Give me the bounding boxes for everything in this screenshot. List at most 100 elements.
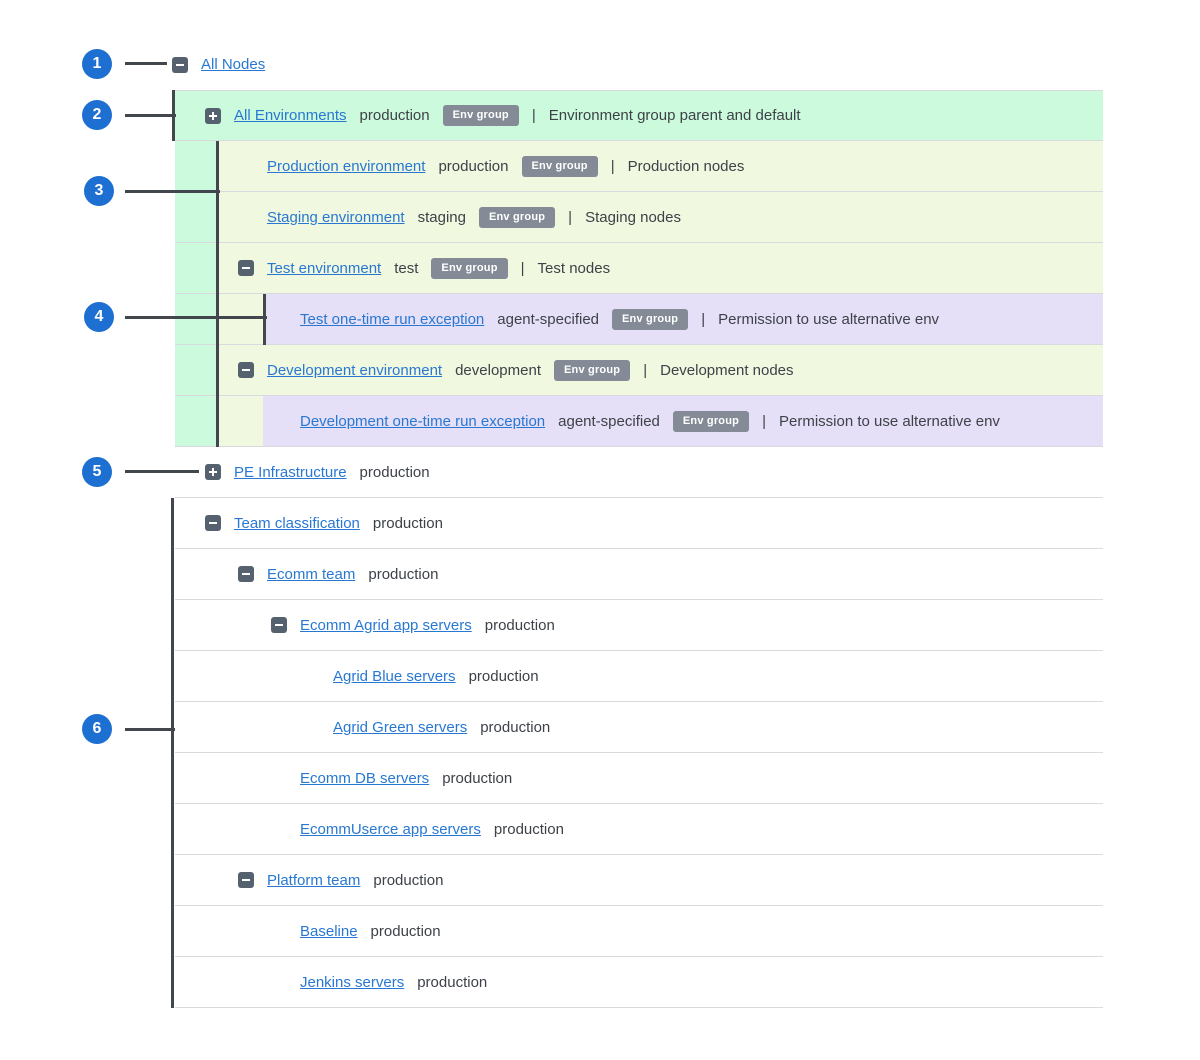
environment-label: production xyxy=(372,514,443,532)
indent-gutter xyxy=(175,294,218,344)
indent-gutter xyxy=(175,192,218,242)
callout-3: 3 xyxy=(84,176,114,206)
environment-label: production xyxy=(480,718,551,736)
tree-row-test-one-time-run-exception: Test one-time run exception agent-specif… xyxy=(175,294,1103,345)
tree-row-team-classification: Team classification production xyxy=(175,498,1103,549)
env-group-badge: Env group xyxy=(612,308,689,330)
expand-icon[interactable] xyxy=(205,107,221,124)
callout-1-line xyxy=(125,62,167,65)
tree-row-all-nodes: All Nodes xyxy=(172,39,1103,90)
node-group-link-baseline[interactable]: Baseline xyxy=(300,922,358,940)
collapse-icon[interactable] xyxy=(238,566,254,582)
collapse-icon[interactable] xyxy=(271,617,287,633)
node-description: Staging nodes xyxy=(585,208,681,226)
tree-row-ecomm-db-servers: Ecomm DB servers production xyxy=(175,753,1103,804)
pipe-separator: | xyxy=(643,361,648,379)
env-group-badge: Env group xyxy=(478,206,556,228)
indent-spacer-icon xyxy=(238,158,254,174)
node-group-tree: All Nodes All Environments production En… xyxy=(172,39,1103,1008)
environment-label: test xyxy=(394,259,419,277)
tree-row-agrid-blue-servers: Agrid Blue servers production xyxy=(175,651,1103,702)
indent-gutter xyxy=(218,294,263,344)
node-group-link-agrid-green-servers[interactable]: Agrid Green servers xyxy=(333,718,468,736)
indent-spacer-icon xyxy=(271,923,287,939)
environment-label: staging xyxy=(417,208,466,226)
env-group-badge: Env group xyxy=(521,155,598,177)
environment-label: agent-specified xyxy=(497,310,599,328)
env-group-badge: Env group xyxy=(442,105,519,126)
node-description: Permission to use alternative env xyxy=(778,412,1000,430)
callout-5: 5 xyxy=(82,457,112,487)
pipe-separator: | xyxy=(762,412,766,430)
node-group-link-jenkins-servers[interactable]: Jenkins servers xyxy=(300,973,405,991)
node-group-link-all-environments[interactable]: All Environments xyxy=(234,107,347,124)
tree-row-test-environment: Test environment test Env group | Test n… xyxy=(175,243,1103,294)
indent-gutter xyxy=(175,243,218,293)
indent-spacer-icon xyxy=(271,974,287,990)
node-description: Environment group parent and default xyxy=(548,107,801,124)
collapse-icon[interactable] xyxy=(238,362,254,378)
node-group-link-development-one-time-run-exception[interactable]: Development one-time run exception xyxy=(300,412,546,430)
pipe-separator: | xyxy=(701,310,706,328)
collapse-icon[interactable] xyxy=(238,872,254,888)
environment-label: production xyxy=(484,616,555,634)
callout-2: 2 xyxy=(82,100,112,130)
indent-gutter xyxy=(175,396,218,446)
callout-4: 4 xyxy=(84,302,114,332)
collapse-icon[interactable] xyxy=(238,260,254,276)
pipe-separator: | xyxy=(520,259,525,277)
tree-row-jenkins-servers: Jenkins servers production xyxy=(175,957,1103,1008)
callout-5-line xyxy=(125,470,199,473)
node-group-link-all-nodes[interactable]: All Nodes xyxy=(201,56,266,73)
tree-row-staging-environment: Staging environment staging Env group | … xyxy=(175,192,1103,243)
tree-row-agrid-green-servers: Agrid Green servers production xyxy=(175,702,1103,753)
tree-row-ecomm-agrid-app-servers: Ecomm Agrid app servers production xyxy=(175,600,1103,651)
node-group-link-agrid-blue-servers[interactable]: Agrid Blue servers xyxy=(333,667,456,685)
indent-spacer-icon xyxy=(304,719,320,735)
tree-row-production-environment: Production environment production Env gr… xyxy=(175,141,1103,192)
tree-row-development-one-time-run-exception: Development one-time run exception agent… xyxy=(175,396,1103,447)
environment-label: production xyxy=(359,463,430,481)
environment-label: production xyxy=(368,565,439,583)
environment-label: production xyxy=(370,922,441,940)
node-group-link-development-environment[interactable]: Development environment xyxy=(267,361,443,379)
node-group-link-staging-environment[interactable]: Staging environment xyxy=(267,208,405,226)
indent-spacer-icon xyxy=(238,209,254,225)
indent-gutter xyxy=(175,141,218,191)
callout-1: 1 xyxy=(82,49,112,79)
callout-3-line xyxy=(125,190,220,193)
env-group-badge: Env group xyxy=(672,410,750,432)
node-group-link-ecomm-agrid-app-servers[interactable]: Ecomm Agrid app servers xyxy=(300,616,472,634)
callout-6-line xyxy=(125,728,175,731)
environment-label: development xyxy=(455,361,541,379)
callout-6: 6 xyxy=(82,714,112,744)
tree-row-baseline: Baseline production xyxy=(175,906,1103,957)
environment-label: production xyxy=(417,973,488,991)
callout-4-bracket xyxy=(263,294,266,345)
indent-spacer-icon xyxy=(271,413,287,429)
indent-spacer-icon xyxy=(271,311,287,327)
indent-gutter xyxy=(218,396,263,446)
node-group-link-ecommuserce-app-servers[interactable]: EcommUserce app servers xyxy=(300,820,481,838)
environment-label: production xyxy=(493,820,564,838)
env-group-badge: Env group xyxy=(431,257,508,279)
node-group-link-platform-team[interactable]: Platform team xyxy=(267,871,361,889)
callout-2-bracket xyxy=(172,90,175,141)
node-group-link-team-classification[interactable]: Team classification xyxy=(234,514,360,532)
environment-label: production xyxy=(373,871,444,889)
expand-icon[interactable] xyxy=(205,464,221,480)
node-group-link-test-environment[interactable]: Test environment xyxy=(267,259,382,277)
indent-spacer-icon xyxy=(271,770,287,786)
indent-spacer-icon xyxy=(304,668,320,684)
node-group-link-production-environment[interactable]: Production environment xyxy=(267,157,426,175)
pipe-separator: | xyxy=(568,208,573,226)
node-group-link-pe-infrastructure[interactable]: PE Infrastructure xyxy=(234,463,347,481)
collapse-icon[interactable] xyxy=(172,56,188,73)
pipe-separator: | xyxy=(531,107,536,124)
environment-label: production xyxy=(359,107,430,124)
node-group-link-ecomm-db-servers[interactable]: Ecomm DB servers xyxy=(300,769,430,787)
node-group-link-ecomm-team[interactable]: Ecomm team xyxy=(267,565,356,583)
node-group-link-test-one-time-run-exception[interactable]: Test one-time run exception xyxy=(300,310,485,328)
collapse-icon[interactable] xyxy=(205,515,221,531)
